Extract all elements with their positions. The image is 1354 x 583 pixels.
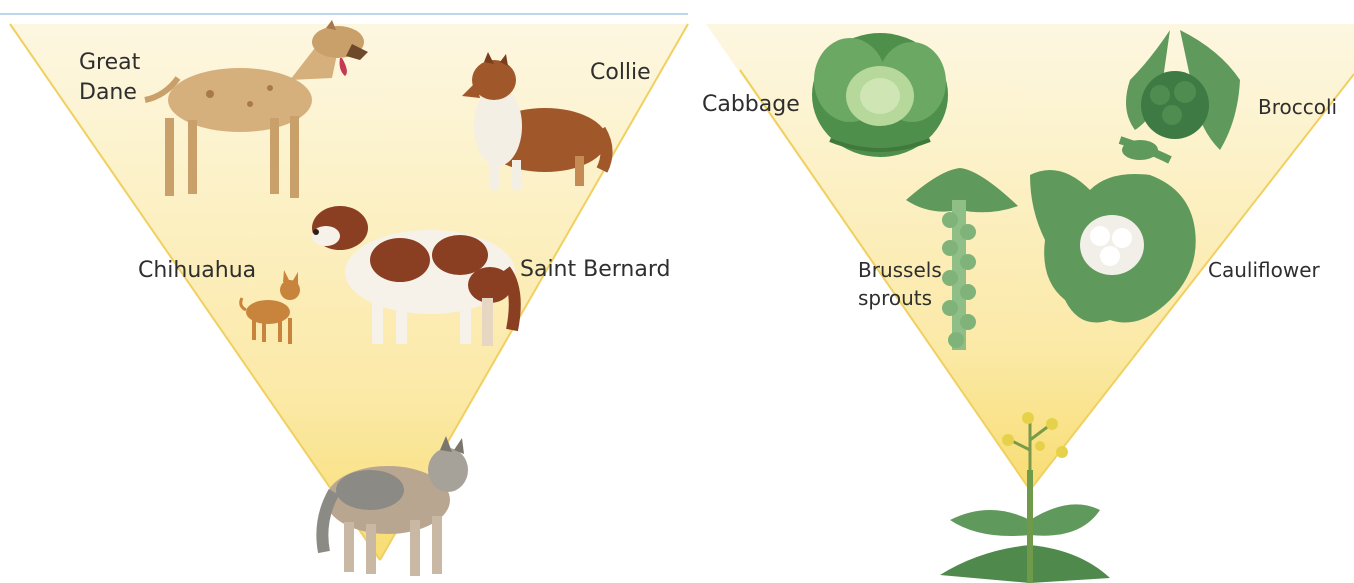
label-broccoli: Broccoli [1258, 92, 1337, 122]
label-brussels-sprouts: Brussels sprouts [858, 256, 942, 312]
label-great-dane-line-2: Dane [79, 78, 140, 108]
label-collie: Collie [590, 58, 651, 88]
label-brussels-sprouts-line-2: sprouts [858, 284, 942, 312]
label-saint-bernard: Saint Bernard [520, 255, 670, 285]
label-brussels-sprouts-line-1: Brussels [858, 256, 942, 284]
label-great-dane-line-1: Great [79, 48, 140, 78]
cabbage-illustration [812, 33, 948, 157]
label-cauliflower: Cauliflower [1208, 255, 1320, 285]
label-great-dane: Great Dane [79, 48, 140, 108]
label-chihuahua: Chihuahua [138, 256, 256, 286]
label-cabbage: Cabbage [702, 90, 800, 120]
